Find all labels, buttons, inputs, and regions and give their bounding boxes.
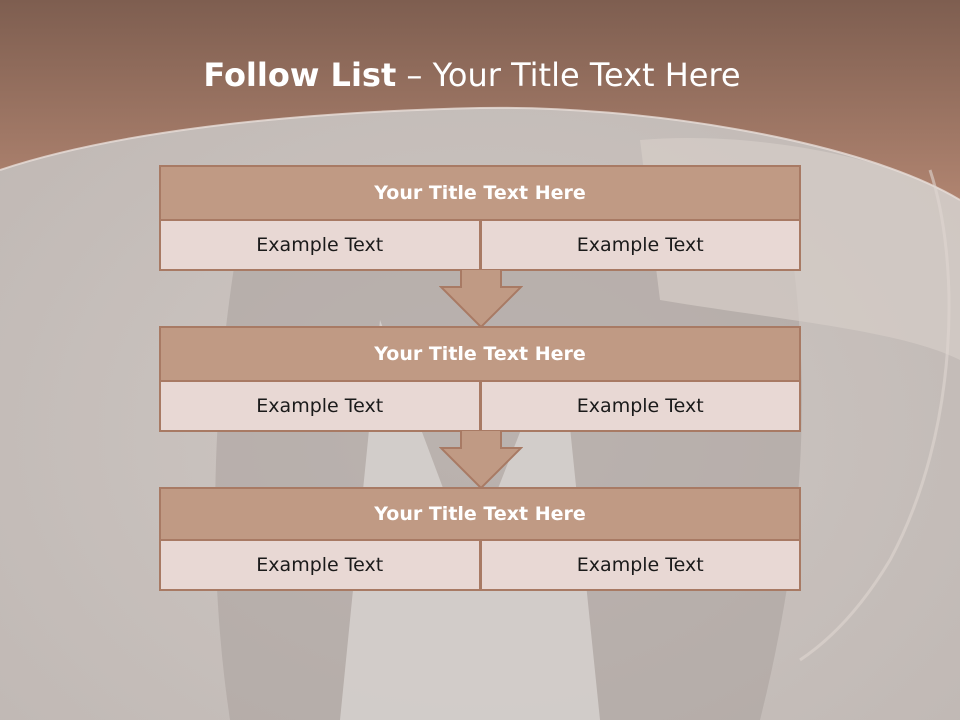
header-band [0, 0, 960, 200]
flow-step-2: Your Title Text Here Example Text Exampl… [159, 326, 801, 432]
slide-title-bold: Follow List [203, 56, 397, 94]
flow-step-3: Your Title Text Here Example Text Exampl… [159, 487, 801, 591]
down-arrow-2 [439, 430, 523, 490]
slide-title: Follow List – Your Title Text Here [0, 52, 944, 98]
step-right-text: Example Text [480, 382, 801, 432]
down-arrow-1 [439, 269, 523, 329]
step-left-text: Example Text [159, 382, 481, 432]
step-right-text: Example Text [480, 221, 801, 271]
flow-step-1: Your Title Text Here Example Text Exampl… [159, 165, 801, 271]
step-row: Example Text Example Text [159, 221, 801, 271]
step-left-text: Example Text [159, 221, 481, 271]
step-row: Example Text Example Text [159, 541, 801, 591]
step-title: Your Title Text Here [159, 165, 801, 221]
step-row: Example Text Example Text [159, 382, 801, 432]
step-left-text: Example Text [159, 541, 481, 591]
frame-arc [799, 169, 951, 662]
step-title: Your Title Text Here [159, 326, 801, 382]
step-title: Your Title Text Here [159, 487, 801, 541]
slide-title-rest: – Your Title Text Here [396, 56, 741, 94]
header-curve-highlight [0, 106, 960, 201]
step-right-text: Example Text [480, 541, 801, 591]
